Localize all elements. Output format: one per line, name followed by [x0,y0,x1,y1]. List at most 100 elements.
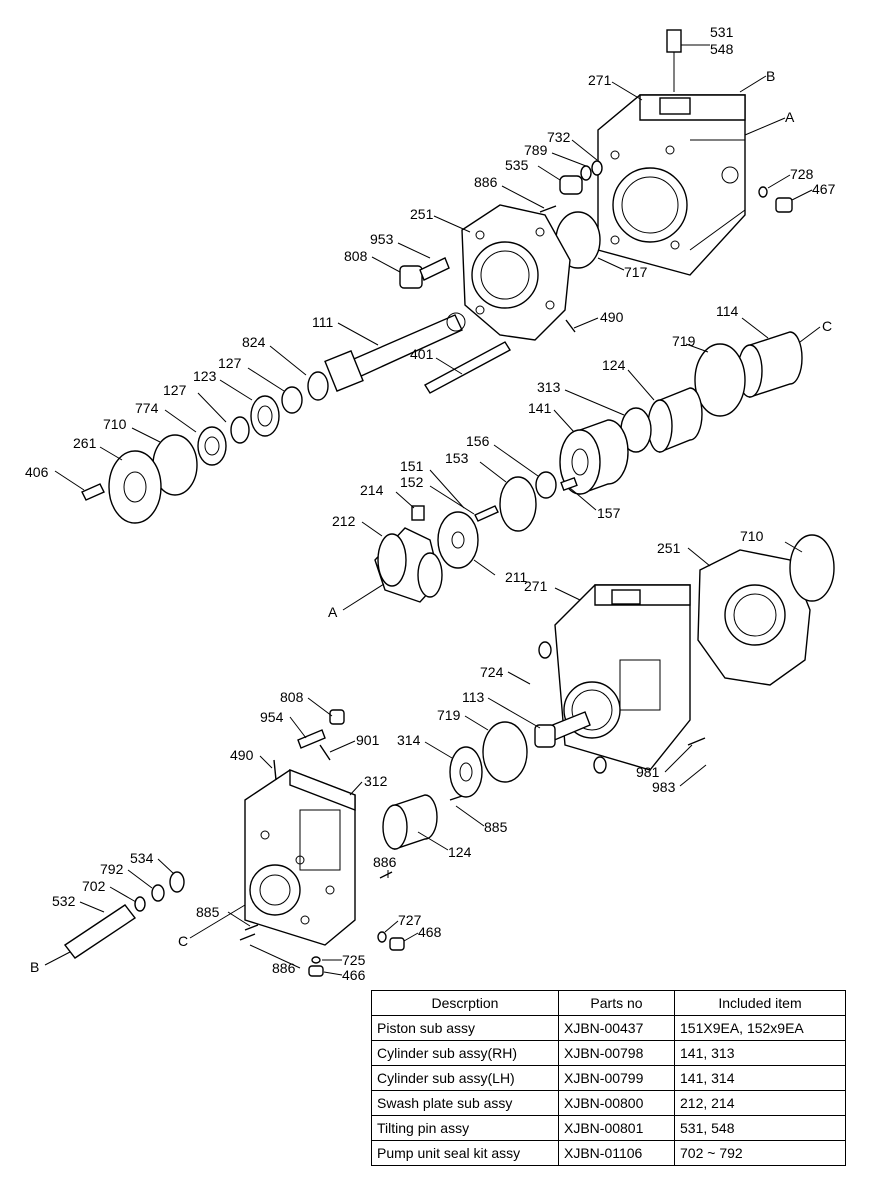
callout-808-b: 808 [280,689,304,705]
callout-261: 261 [73,435,97,451]
header-parts-no: Parts no [558,990,675,1016]
valve-block-251-bottom [697,549,811,686]
spherical-bush-156 [535,471,557,499]
spacer-127-a [281,386,303,414]
o-ring-702 [134,896,146,912]
plug-468 [389,937,405,951]
callout-151: 151 [400,458,424,474]
cell-included-item: 141, 313 [674,1040,846,1066]
table-row: Swash plate sub assy XJBN-00800 212, 214 [371,1090,846,1116]
callout-406: 406 [25,464,49,480]
cell-description: Cylinder sub assy(RH) [371,1040,559,1066]
leader-lines [44,44,821,976]
callout-271: 271 [588,72,612,88]
cell-parts-no: XJBN-00801 [558,1115,675,1141]
callout-732: 732 [547,129,571,145]
callout-251-b: 251 [657,540,681,556]
bolt-406 [81,483,105,501]
header-description: Descrption [371,990,559,1016]
plug-467 [775,197,793,213]
header-included-item: Included item [674,990,846,1016]
callout-534: 534 [130,850,154,866]
callout-211: 211 [505,569,528,585]
plug-535 [559,175,583,195]
callout-153: 153 [445,450,469,466]
nut-808-top [399,265,423,289]
o-ring-792 [151,884,165,902]
seal-cover-261 [108,450,162,524]
callout-532: 532 [52,893,76,909]
cell-included-item: 702 ~ 792 [674,1140,846,1166]
table-row: Pump unit seal kit assy XJBN-01106 702 ~… [371,1140,846,1166]
callout-114: 114 [716,303,739,319]
callout-953: 953 [370,231,394,247]
callout-B-bottom: B [30,959,39,975]
table-row: Cylinder sub assy(RH) XJBN-00798 141, 31… [371,1040,846,1066]
housing-271-bottom [538,584,691,774]
callout-123: 123 [193,368,217,384]
callout-156: 156 [466,433,490,449]
callout-886: 886 [474,174,498,190]
cell-description: Swash plate sub assy [371,1090,559,1116]
pin-214 [411,505,425,521]
callout-717: 717 [624,264,648,280]
callout-901: 901 [356,732,380,748]
cell-description: Piston sub assy [371,1015,559,1041]
callout-C: C [822,318,832,334]
callout-labels: 531 548 271 B A 732 789 535 886 728 467 … [25,24,836,983]
pin-885-mid [449,795,463,801]
o-ring-710-bottom [789,534,835,602]
callout-886-c: 886 [272,960,296,976]
o-ring-719-top [694,343,746,417]
callout-141: 141 [528,400,552,416]
pin-886-top [539,205,557,213]
o-ring-728 [758,186,768,198]
cell-parts-no: XJBN-00799 [558,1065,675,1091]
callout-719-b: 719 [437,707,461,723]
drive-shaft-111 [324,312,466,392]
o-ring-727 [377,931,387,943]
callout-789: 789 [524,142,548,158]
callout-B: B [766,68,775,84]
cylinder-block-141 [559,419,629,495]
bearing-123 [250,395,280,437]
callout-466: 466 [342,967,366,983]
shaft-401 [424,341,511,394]
callout-214: 214 [360,482,384,498]
snap-ring-824 [307,371,329,401]
callout-954: 954 [260,709,284,725]
callout-774: 774 [135,400,159,416]
callout-111: 111 [312,314,333,330]
piston-151 [474,505,499,522]
spline-shaft-113 [534,711,591,748]
table-row: Piston sub assy XJBN-00437 151X9EA, 152x… [371,1015,846,1041]
callout-885-b: 885 [196,904,220,920]
cell-parts-no: XJBN-00798 [558,1040,675,1066]
valve-plate-314 [449,746,483,798]
callout-824: 824 [242,334,266,350]
callout-792: 792 [100,861,124,877]
callout-535: 535 [505,157,529,173]
valve-block-251-top [461,204,571,341]
callout-981: 981 [636,764,660,780]
table-row: Cylinder sub assy(LH) XJBN-00799 141, 31… [371,1065,846,1091]
pin-886-mid [379,871,393,879]
callout-271-b: 271 [524,578,548,594]
callout-468: 468 [418,924,442,940]
stud-953-top [419,257,450,281]
spline-coupling-114 [737,331,803,398]
callout-313: 313 [537,379,561,395]
callout-212: 212 [332,513,356,529]
port-block-312 [244,768,356,946]
swash-plate-212 [374,527,443,603]
nut-808-bottom [329,709,345,725]
spline-coupling-124-top [647,387,703,454]
callout-C-bottom: C [178,933,188,949]
callout-113: 113 [462,689,485,705]
adjust-screw-532 [63,904,137,959]
callout-727: 727 [398,912,422,928]
spline-coupling-124-bottom [382,794,438,850]
plug-534 [169,871,185,893]
callout-314: 314 [397,732,421,748]
callout-401: 401 [410,346,434,362]
